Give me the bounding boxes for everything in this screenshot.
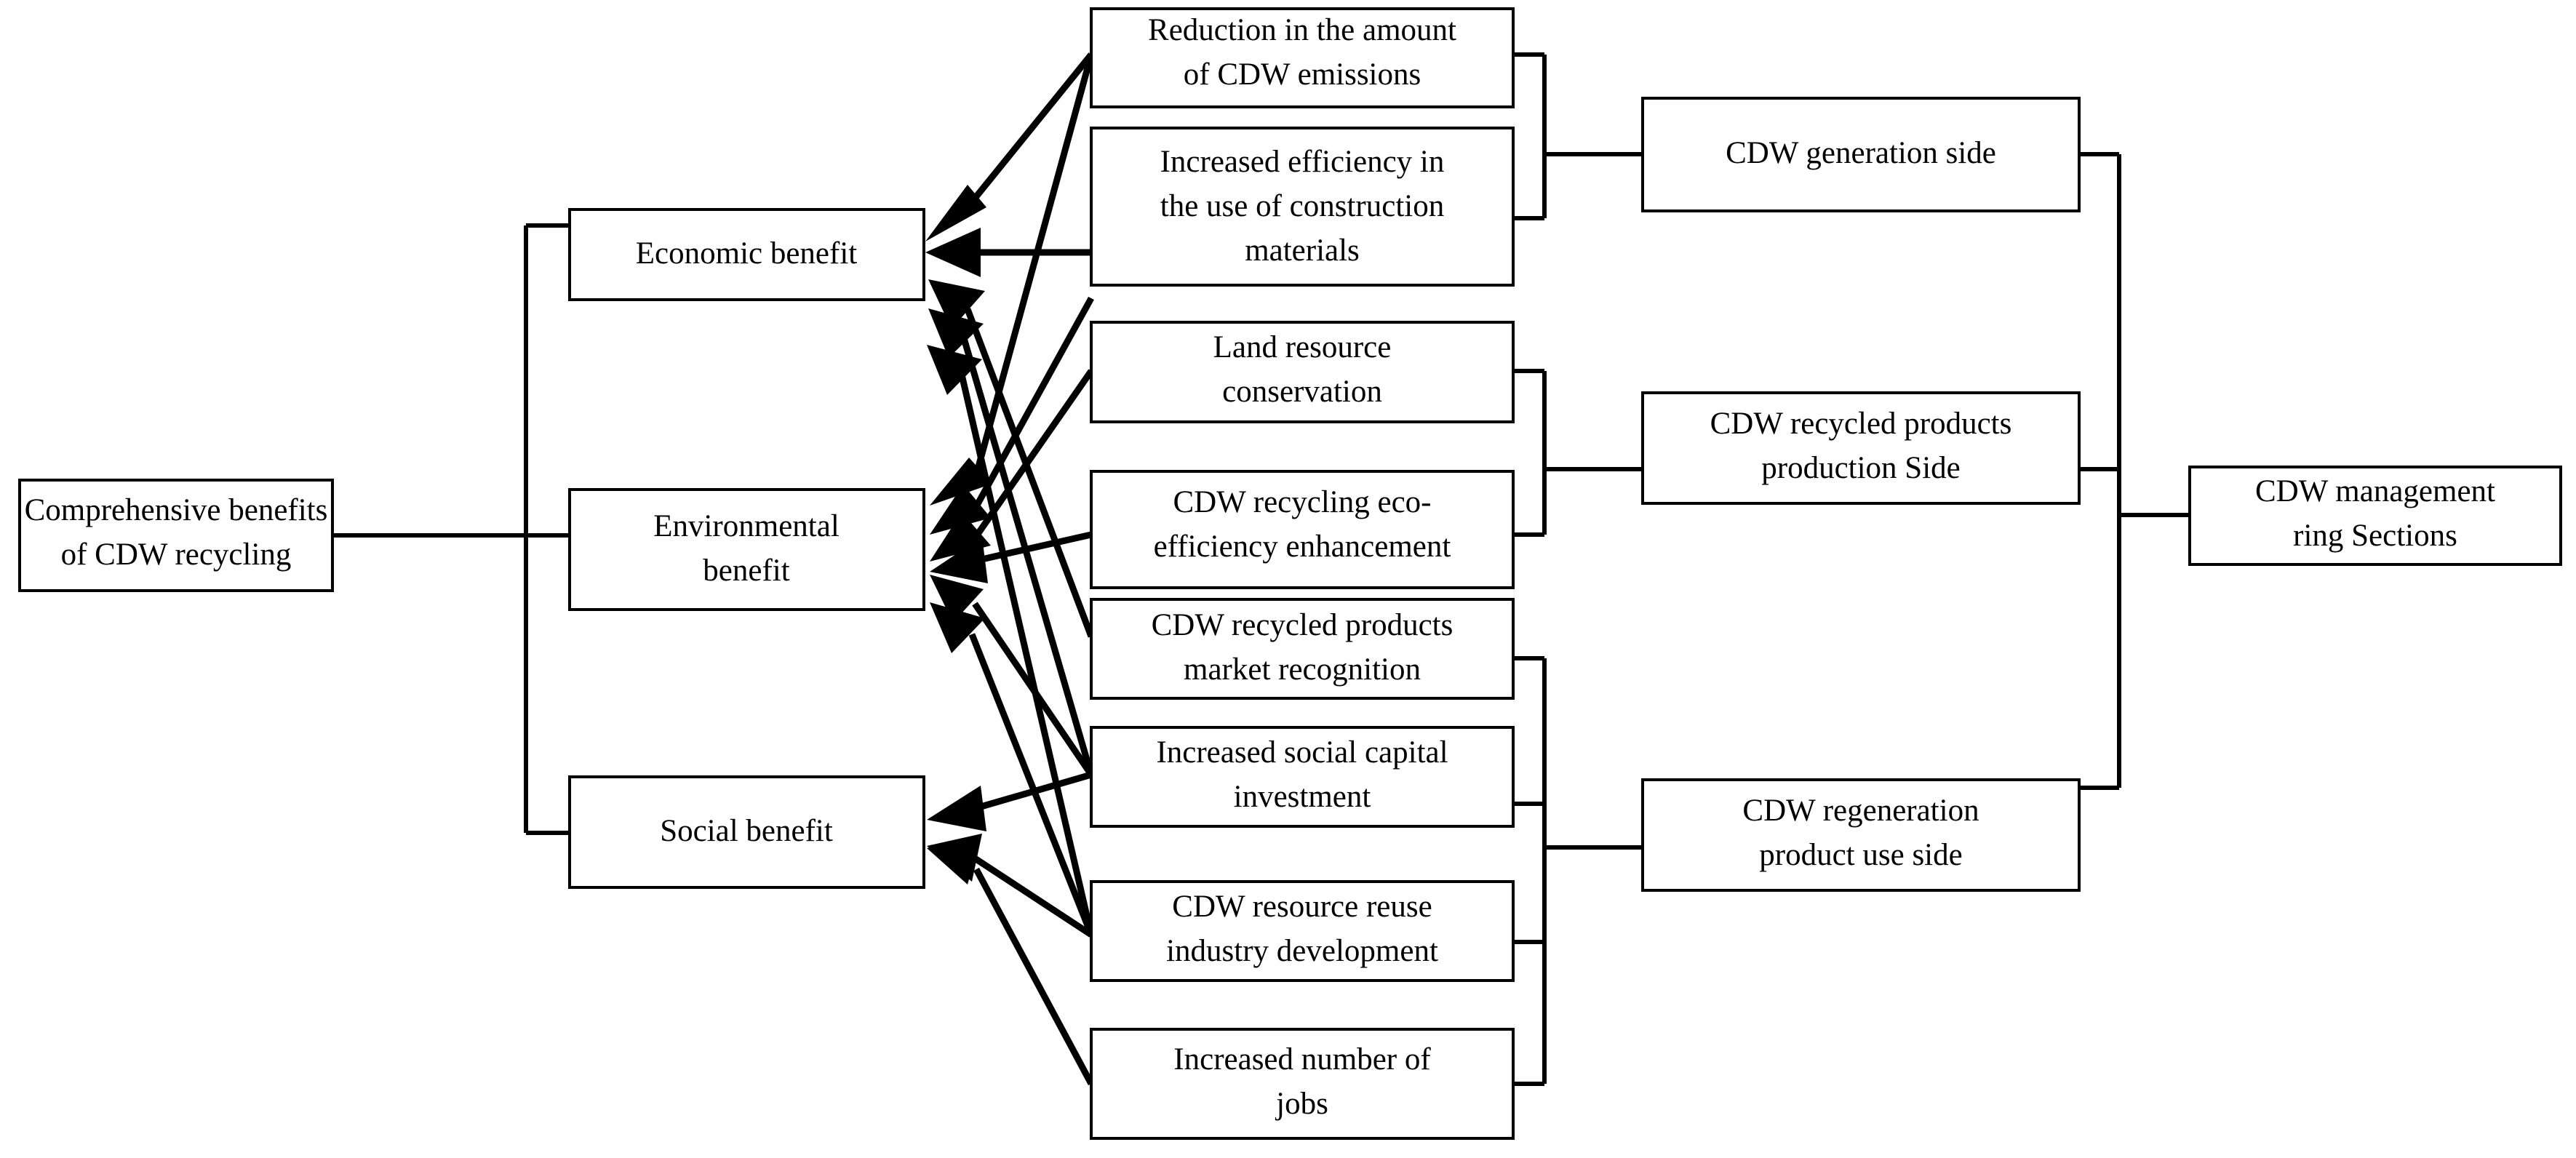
node-stage-use-label-line2: product use side: [1759, 838, 1962, 872]
node-indicator-3[interactable]: Land resource conservation: [1090, 321, 1515, 423]
node-ring-sections-label-line1: CDW management: [2255, 474, 2495, 508]
node-social-benefit-box[interactable]: [568, 775, 925, 889]
node-stage-production-label-line2: production Side: [1761, 451, 1961, 485]
node-indicator-1-label-line1: Reduction in the amount: [1148, 13, 1456, 47]
node-indicator-2-label-line1: Increased efficiency in: [1160, 145, 1445, 179]
node-root-box[interactable]: [18, 479, 334, 592]
node-indicator-5-label-line2: market recognition: [1184, 652, 1421, 687]
node-indicator-3-label-line1: Land resource: [1213, 330, 1392, 364]
arrow-ind5-to-economic-line: [964, 308, 1095, 638]
arrow-ind2-to-environmental-line: [972, 296, 1094, 511]
node-indicator-7[interactable]: CDW resource reuse industry development: [1090, 880, 1515, 982]
node-indicator-5[interactable]: CDW recycled products market recognition: [1090, 598, 1515, 700]
node-indicator-2[interactable]: Increased efficiency in the use of const…: [1090, 127, 1515, 287]
arrow-ind6-to-social-line: [977, 771, 1093, 811]
node-ring-sections[interactable]: CDW management ring Sections: [2188, 466, 2562, 566]
arrow-ind6-to-environmental-head: [930, 575, 984, 623]
indicators-to-stage3-connector: [1513, 656, 1643, 1086]
node-indicator-2-box[interactable]: [1090, 127, 1515, 287]
node-indicator-5-label-line1: CDW recycled products: [1152, 608, 1454, 642]
node-environmental-benefit-box[interactable]: [568, 488, 925, 611]
node-indicator-1-box[interactable]: [1090, 7, 1515, 108]
arrow-ind8-to-social-head: [927, 836, 981, 885]
node-economic-benefit[interactable]: Economic benefit: [568, 208, 925, 301]
root-to-benefits-connector-group: [332, 223, 570, 835]
arrow-ind3-to-environmental-line: [972, 369, 1094, 540]
indicators-to-stage1-connector: [1513, 52, 1643, 220]
influence-arrows-social: [927, 771, 1094, 1086]
node-stage-production-box[interactable]: [1641, 391, 2081, 505]
node-stage-production[interactable]: CDW recycled products production Side: [1641, 391, 2081, 505]
arrow-ind6-to-economic-line: [960, 337, 1095, 776]
node-stage-generation[interactable]: CDW generation side: [1641, 97, 2081, 212]
node-stage-use-label-line1: CDW regeneration: [1742, 794, 1979, 828]
arrow-ind1-to-environmental-line: [971, 53, 1095, 482]
node-economic-benefit-box[interactable]: [568, 208, 925, 301]
arrow-ind7-to-environmental-head: [930, 602, 985, 653]
node-indicator-4-box[interactable]: [1090, 470, 1515, 589]
arrow-ind7-to-social-line: [973, 855, 1093, 938]
node-environmental-benefit-label-line1: Environmental: [653, 509, 840, 543]
node-indicator-1[interactable]: Reduction in the amount of CDW emissions: [1090, 7, 1515, 108]
arrow-ind4-to-environmental-head: [930, 537, 988, 583]
node-stage-generation-label: CDW generation side: [1726, 136, 1996, 170]
node-environmental-benefit-label-line2: benefit: [703, 554, 789, 588]
arrow-ind6-to-social-head: [927, 786, 986, 831]
node-ring-sections-box[interactable]: [2188, 466, 2562, 566]
arrow-ind2-to-economic-head: [925, 228, 981, 277]
arrow-ind2-to-environmental-head: [930, 484, 991, 535]
node-indicator-1-label-line2: of CDW emissions: [1184, 57, 1421, 92]
node-indicator-5-box[interactable]: [1090, 598, 1515, 700]
node-indicator-8-label-line1: Increased number of: [1173, 1042, 1431, 1077]
node-root[interactable]: Comprehensive benefits of CDW recycling: [18, 479, 334, 592]
arrow-ind7-to-economic-line: [958, 373, 1095, 936]
arrow-ind6-to-economic-head: [928, 308, 984, 358]
node-indicator-7-label-line2: industry development: [1166, 934, 1438, 968]
node-indicator-4-label-line2: efficiency enhancement: [1154, 530, 1451, 564]
stages-to-ring-connector: [2079, 152, 2190, 790]
arrow-ind1-to-economic-head: [925, 185, 986, 241]
node-indicator-8[interactable]: Increased number of jobs: [1090, 1028, 1515, 1140]
arrow-ind7-to-environmental-line: [968, 633, 1095, 936]
node-indicator-6[interactable]: Increased social capital investment: [1090, 726, 1515, 828]
node-indicator-3-label-line2: conservation: [1222, 375, 1382, 409]
arrow-ind1-to-economic-line: [965, 52, 1094, 209]
node-stage-production-label-line1: CDW recycled products: [1710, 407, 2012, 441]
node-indicator-6-box[interactable]: [1090, 726, 1515, 828]
node-indicator-4[interactable]: CDW recycling eco- efficiency enhancemen…: [1090, 470, 1515, 589]
node-indicator-3-box[interactable]: [1090, 321, 1515, 423]
node-root-label-line2: of CDW recycling: [61, 538, 292, 572]
node-ring-sections-label-line2: ring Sections: [2293, 519, 2457, 553]
node-indicator-8-box[interactable]: [1090, 1028, 1515, 1140]
arrow-ind6-to-environmental-line: [972, 602, 1094, 777]
indicators-to-stage2-connector: [1513, 369, 1643, 537]
node-economic-benefit-label: Economic benefit: [636, 236, 858, 271]
node-environmental-benefit[interactable]: Environmental benefit: [568, 488, 925, 611]
arrow-ind4-to-environmental-line: [978, 531, 1092, 564]
node-indicator-7-label-line1: CDW resource reuse: [1172, 890, 1432, 924]
arrow-ind5-to-economic-head: [928, 279, 985, 329]
node-root-label-line1: Comprehensive benefits: [25, 493, 328, 527]
influence-arrows-economic: [925, 52, 1095, 936]
node-indicator-2-label-line2: the use of construction: [1160, 189, 1445, 223]
influence-arrows-environmental: [930, 53, 1095, 936]
node-indicator-4-label-line1: CDW recycling eco-: [1173, 485, 1431, 519]
node-stage-use[interactable]: CDW regeneration product use side: [1641, 778, 2081, 892]
node-indicator-6-label-line2: investment: [1234, 780, 1371, 814]
arrow-ind1-to-environmental-head: [930, 458, 992, 506]
node-indicator-2-label-line3: materials: [1245, 233, 1360, 268]
node-indicator-7-box[interactable]: [1090, 880, 1515, 982]
node-indicator-6-label-line1: Increased social capital: [1156, 735, 1448, 770]
node-social-benefit[interactable]: Social benefit: [568, 775, 925, 889]
node-social-benefit-label: Social benefit: [660, 814, 833, 848]
node-indicator-8-label-line2: jobs: [1275, 1087, 1328, 1121]
node-stage-generation-box[interactable]: [1641, 97, 2081, 212]
arrow-ind7-to-economic-head: [927, 345, 982, 395]
node-stage-use-box[interactable]: [1641, 778, 2081, 892]
arrow-ind8-to-social-line: [973, 867, 1094, 1086]
